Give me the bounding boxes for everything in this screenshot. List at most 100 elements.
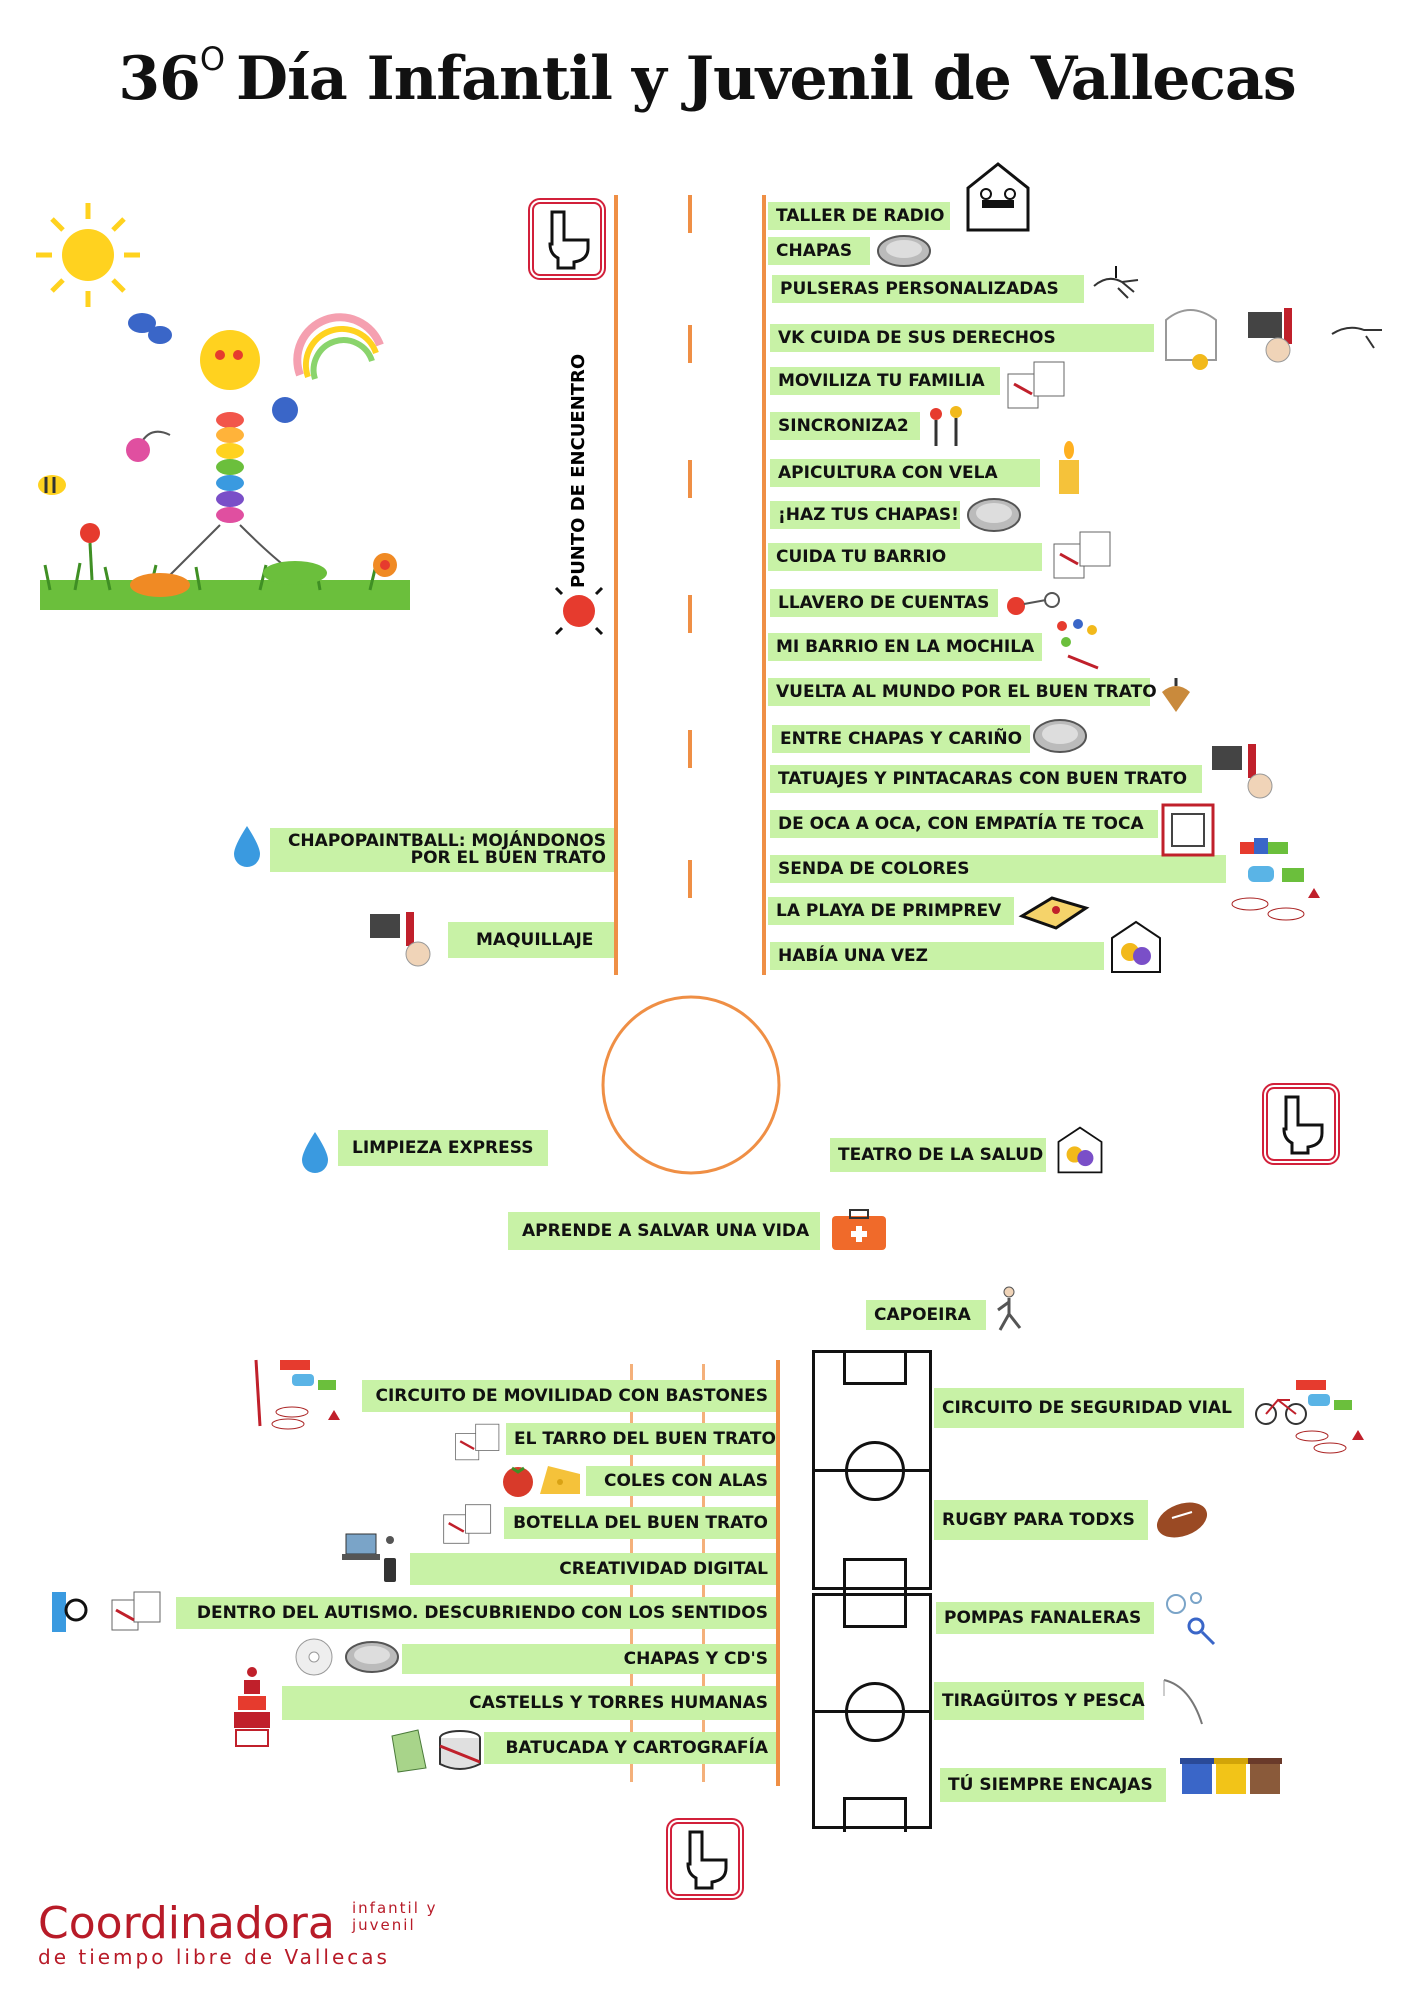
activity-label: CHAPAS <box>768 237 870 265</box>
road-center-dash <box>688 195 692 233</box>
activity-label: TATUAJES Y PINTACARAS CON BUEN TRATO <box>770 765 1202 793</box>
activity-label-line: POR EL BUEN TRATO <box>410 848 606 868</box>
activity-label: TEATRO DE LA SALUD <box>830 1138 1046 1172</box>
spinning-top-icon <box>1162 678 1190 712</box>
water-drop-icon <box>302 1132 328 1173</box>
beach-icon <box>1018 896 1090 930</box>
activity-label: POMPAS FANALERAS <box>936 1602 1154 1634</box>
theater-icon <box>1057 1126 1103 1174</box>
activity-label: DENTRO DEL AUTISMO. DESCUBRIENDO CON LOS… <box>176 1597 776 1629</box>
activity-label: CIRCUITO DE MOVILIDAD CON BASTONES <box>362 1380 776 1412</box>
road-center-dash <box>688 860 692 898</box>
road-center-dash <box>688 460 692 498</box>
bee-icon <box>38 475 66 495</box>
makeup-icon <box>1212 744 1273 799</box>
radio-workshop-icon <box>966 162 1030 232</box>
road-center-dash <box>688 595 692 633</box>
roundabout <box>601 995 781 1175</box>
activity-label: CASTELLS Y TORRES HUMANAS <box>282 1686 776 1720</box>
activity-label: TALLER DE RADIO <box>768 202 950 230</box>
water-drop-icon <box>234 826 260 867</box>
autism-senses-icon <box>52 1591 161 1632</box>
activity-label: SINCRONIZA2 <box>770 412 920 440</box>
rights-icons <box>1165 308 1382 370</box>
butterfly-icon <box>128 313 172 344</box>
activity-label: MI BARRIO EN LA MOCHILA <box>768 633 1042 661</box>
people-icon <box>930 406 962 446</box>
theater-icon <box>1111 920 1161 973</box>
people-papers-icon <box>455 1423 500 1461</box>
activity-label: ENTRE CHAPAS Y CARIÑO <box>772 725 1030 753</box>
computer-icon <box>342 1533 396 1582</box>
activity-label: EL TARRO DEL BUEN TRATO <box>506 1423 776 1455</box>
activity-label: VK CUIDA DE SUS DERECHOS <box>770 324 1154 352</box>
meeting-point-label: PUNTO DE ENCUENTRO <box>568 353 589 588</box>
org-logo-side: infantil y juvenil <box>352 1900 438 1934</box>
activity-label: TIRAGÜITOS Y PESCA <box>934 1682 1145 1720</box>
org-logo-subtitle: de tiempo libre de Vallecas <box>38 1945 390 1969</box>
colors-path-icon <box>1231 838 1320 921</box>
fishing-rod-icon <box>1163 1679 1203 1725</box>
org-logo-side-line: juvenil <box>352 1916 416 1934</box>
org-logo: Coordinadora <box>38 1898 335 1949</box>
activity-label: HABÍA UNA VEZ <box>770 942 1104 970</box>
road-center-dash <box>688 730 692 768</box>
activity-label: SENDA DE COLORES <box>770 855 1226 883</box>
meeting-point-icon <box>554 586 604 636</box>
human-tower-icon <box>234 1667 270 1747</box>
badge-icon <box>877 235 931 267</box>
road-center-dash <box>688 325 692 363</box>
road-left-edge <box>614 195 618 975</box>
sports-field <box>812 1350 932 1593</box>
activity-label: BATUCADA Y CARTOGRAFÍA <box>484 1732 776 1764</box>
cd-badge-icon <box>295 1638 399 1676</box>
activity-label: CHAPOPAINTBALL: MOJÁNDONOS POR EL BUEN T… <box>270 828 614 872</box>
activity-label: BOTELLA DEL BUEN TRATO <box>504 1507 776 1539</box>
activity-label: DE OCA A OCA, CON EMPATÍA TE TOCA <box>770 810 1158 838</box>
toilet-icon <box>528 198 606 280</box>
activity-label: RUGBY PARA TODXS <box>934 1500 1148 1540</box>
road-safety-icon <box>1255 1380 1364 1454</box>
bubbles-icon <box>1166 1592 1216 1646</box>
activity-label: MAQUILLAJE <box>448 922 614 958</box>
capoeira-icon <box>997 1286 1022 1331</box>
activity-label: VUELTA AL MUNDO POR EL BUEN TRATO <box>768 678 1157 706</box>
toilet-icon <box>666 1818 744 1900</box>
sports-field <box>812 1593 932 1832</box>
toilet-icon <box>1262 1083 1340 1165</box>
tomato-cheese-icon <box>503 1466 580 1497</box>
hand-icon <box>1093 266 1139 299</box>
org-logo-side-line: infantil y <box>352 1899 438 1917</box>
beads-icon <box>1057 619 1099 670</box>
makeup-icon <box>370 912 431 967</box>
activity-label: CREATIVIDAD DIGITAL <box>410 1553 776 1585</box>
flower-icon <box>80 523 100 581</box>
activity-label: CHAPAS Y CD'S <box>402 1644 776 1674</box>
people-papers-icon <box>1007 361 1065 409</box>
activity-label: CAPOEIRA <box>866 1300 986 1330</box>
activity-label: APICULTURA CON VELA <box>770 459 1040 487</box>
child-illustration <box>36 203 410 610</box>
road-edge <box>776 1360 780 1786</box>
activity-label: LA PLAYA DE PRIMPREV <box>768 897 1014 925</box>
people-papers-icon <box>443 1504 492 1544</box>
sun-icon <box>36 203 140 307</box>
snail-icon <box>373 553 397 577</box>
activity-label: MOVILIZA TU FAMILIA <box>770 367 1000 395</box>
mobility-circuit-icon <box>254 1359 340 1430</box>
activity-label: PULSERAS PERSONALIZADAS <box>772 275 1084 303</box>
badge-icon <box>1033 719 1087 753</box>
map-drum-icon <box>391 1729 481 1773</box>
badge-icon <box>967 498 1021 532</box>
activity-label: CIRCUITO DE SEGURIDAD VIAL <box>934 1388 1244 1428</box>
activity-label: COLES CON ALAS <box>586 1466 776 1496</box>
road-right-edge <box>762 195 766 975</box>
board-game-icon <box>1161 803 1215 857</box>
first-aid-kit-icon <box>832 1209 886 1250</box>
activity-label: CUIDA TU BARRIO <box>768 543 1042 571</box>
activity-label: LIMPIEZA EXPRESS <box>338 1130 548 1166</box>
activity-label-line: CHAPOPAINTBALL: MOJÁNDONOS <box>287 831 606 851</box>
activity-label: ¡HAZ TUS CHAPAS! <box>770 501 960 529</box>
activity-label: APRENDE A SALVAR UNA VIDA <box>508 1212 820 1250</box>
